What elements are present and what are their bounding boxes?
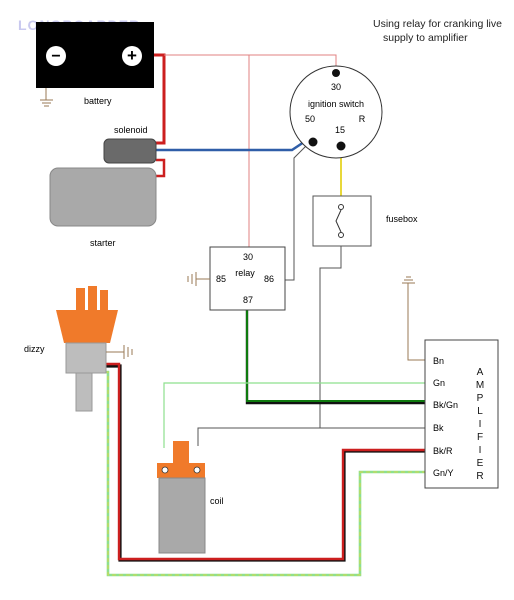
fusebox bbox=[312, 195, 372, 247]
relay-ground-icon bbox=[187, 272, 210, 286]
amp-terminal-bk-r: Bk/R bbox=[433, 446, 453, 456]
wire-dizzy-to-bk-r bbox=[104, 362, 425, 561]
amp-terminal-gn: Gn bbox=[433, 378, 445, 388]
amp-terminal-bk-gn: Bk/Gn bbox=[433, 400, 458, 410]
wire-relay-87-black bbox=[245, 310, 425, 405]
battery: − + bbox=[36, 22, 154, 88]
amp-letter: L bbox=[477, 406, 483, 417]
ignition-terminal-30-label: 30 bbox=[331, 82, 341, 92]
amp-letter: I bbox=[479, 419, 482, 430]
ignition-terminal-50-label: 50 bbox=[305, 114, 315, 124]
ignition-terminal-15 bbox=[336, 141, 346, 151]
amplifier: Bn Gn Bk/Gn Bk Bk/R Gn/Y A M P L I F I E… bbox=[424, 339, 499, 489]
fusebox-label: fusebox bbox=[386, 214, 418, 224]
relay-terminal-86-label: 86 bbox=[264, 274, 274, 284]
solenoid bbox=[103, 138, 157, 164]
amp-letter: M bbox=[476, 380, 484, 391]
coil-label: coil bbox=[210, 496, 224, 506]
solenoid-label: solenoid bbox=[114, 125, 148, 135]
battery-positive-terminal bbox=[122, 46, 142, 66]
minus-symbol: − bbox=[51, 48, 60, 65]
amp-letter: P bbox=[477, 393, 484, 404]
wire-bn-to-ground bbox=[407, 283, 425, 361]
ignition-coil bbox=[157, 441, 206, 554]
relay-terminal-87-label: 87 bbox=[243, 295, 253, 305]
relay-label: relay bbox=[235, 268, 255, 278]
wire-solenoid-to-ignition-50 bbox=[156, 136, 311, 152]
ignition-terminal-15-label: 15 bbox=[335, 125, 345, 135]
amp-letter: F bbox=[477, 432, 483, 443]
diagram-title-line-1: Using relay for cranking live bbox=[373, 18, 502, 30]
starter bbox=[49, 167, 157, 227]
relay-terminal-30-label: 30 bbox=[243, 252, 253, 262]
relay-terminal-85-label: 85 bbox=[216, 274, 226, 284]
wire-battery-to-solenoid bbox=[150, 53, 166, 145]
wire-relay-87-to-bk-gn bbox=[246, 310, 425, 402]
battery-ground-icon bbox=[40, 88, 53, 107]
wire-fusebox-to-coil bbox=[197, 246, 342, 446]
amp-terminal-gn-y: Gn/Y bbox=[433, 468, 454, 478]
amp-letter: R bbox=[476, 471, 483, 482]
wire-bk-r-black bbox=[104, 364, 425, 562]
amp-letter: I bbox=[479, 445, 482, 456]
wire-solenoid-to-starter bbox=[156, 158, 166, 178]
amp-terminal-bk: Bk bbox=[433, 423, 444, 433]
dizzy-ground-icon bbox=[106, 345, 133, 359]
amp-terminal-bn: Bn bbox=[433, 356, 444, 366]
wire-live-to-ignition-30 bbox=[164, 54, 337, 70]
relay: 30 85 relay 86 87 bbox=[209, 246, 286, 311]
amp-letter: E bbox=[477, 458, 484, 469]
ignition-terminal-30 bbox=[332, 69, 340, 77]
ignition-switch-label: ignition switch bbox=[308, 99, 364, 109]
dizzy-label: dizzy bbox=[24, 344, 45, 354]
diagram-title-line-2: supply to amplifier bbox=[383, 32, 468, 44]
plus-symbol: + bbox=[127, 46, 137, 65]
wire-ignition-50-to-relay-86 bbox=[285, 139, 313, 281]
amp-letter: A bbox=[477, 367, 484, 378]
battery-label: battery bbox=[84, 96, 112, 106]
ignition-switch: 30 ignition switch 50 15 R bbox=[289, 65, 383, 159]
ignition-terminal-r-label: R bbox=[359, 114, 366, 124]
amplifier-ground-icon bbox=[402, 276, 415, 284]
starter-label: starter bbox=[90, 238, 116, 248]
battery-negative-terminal bbox=[46, 46, 66, 66]
distributor bbox=[56, 286, 118, 412]
ignition-terminal-50 bbox=[308, 137, 318, 147]
wire-gn-to-coil bbox=[163, 382, 425, 448]
